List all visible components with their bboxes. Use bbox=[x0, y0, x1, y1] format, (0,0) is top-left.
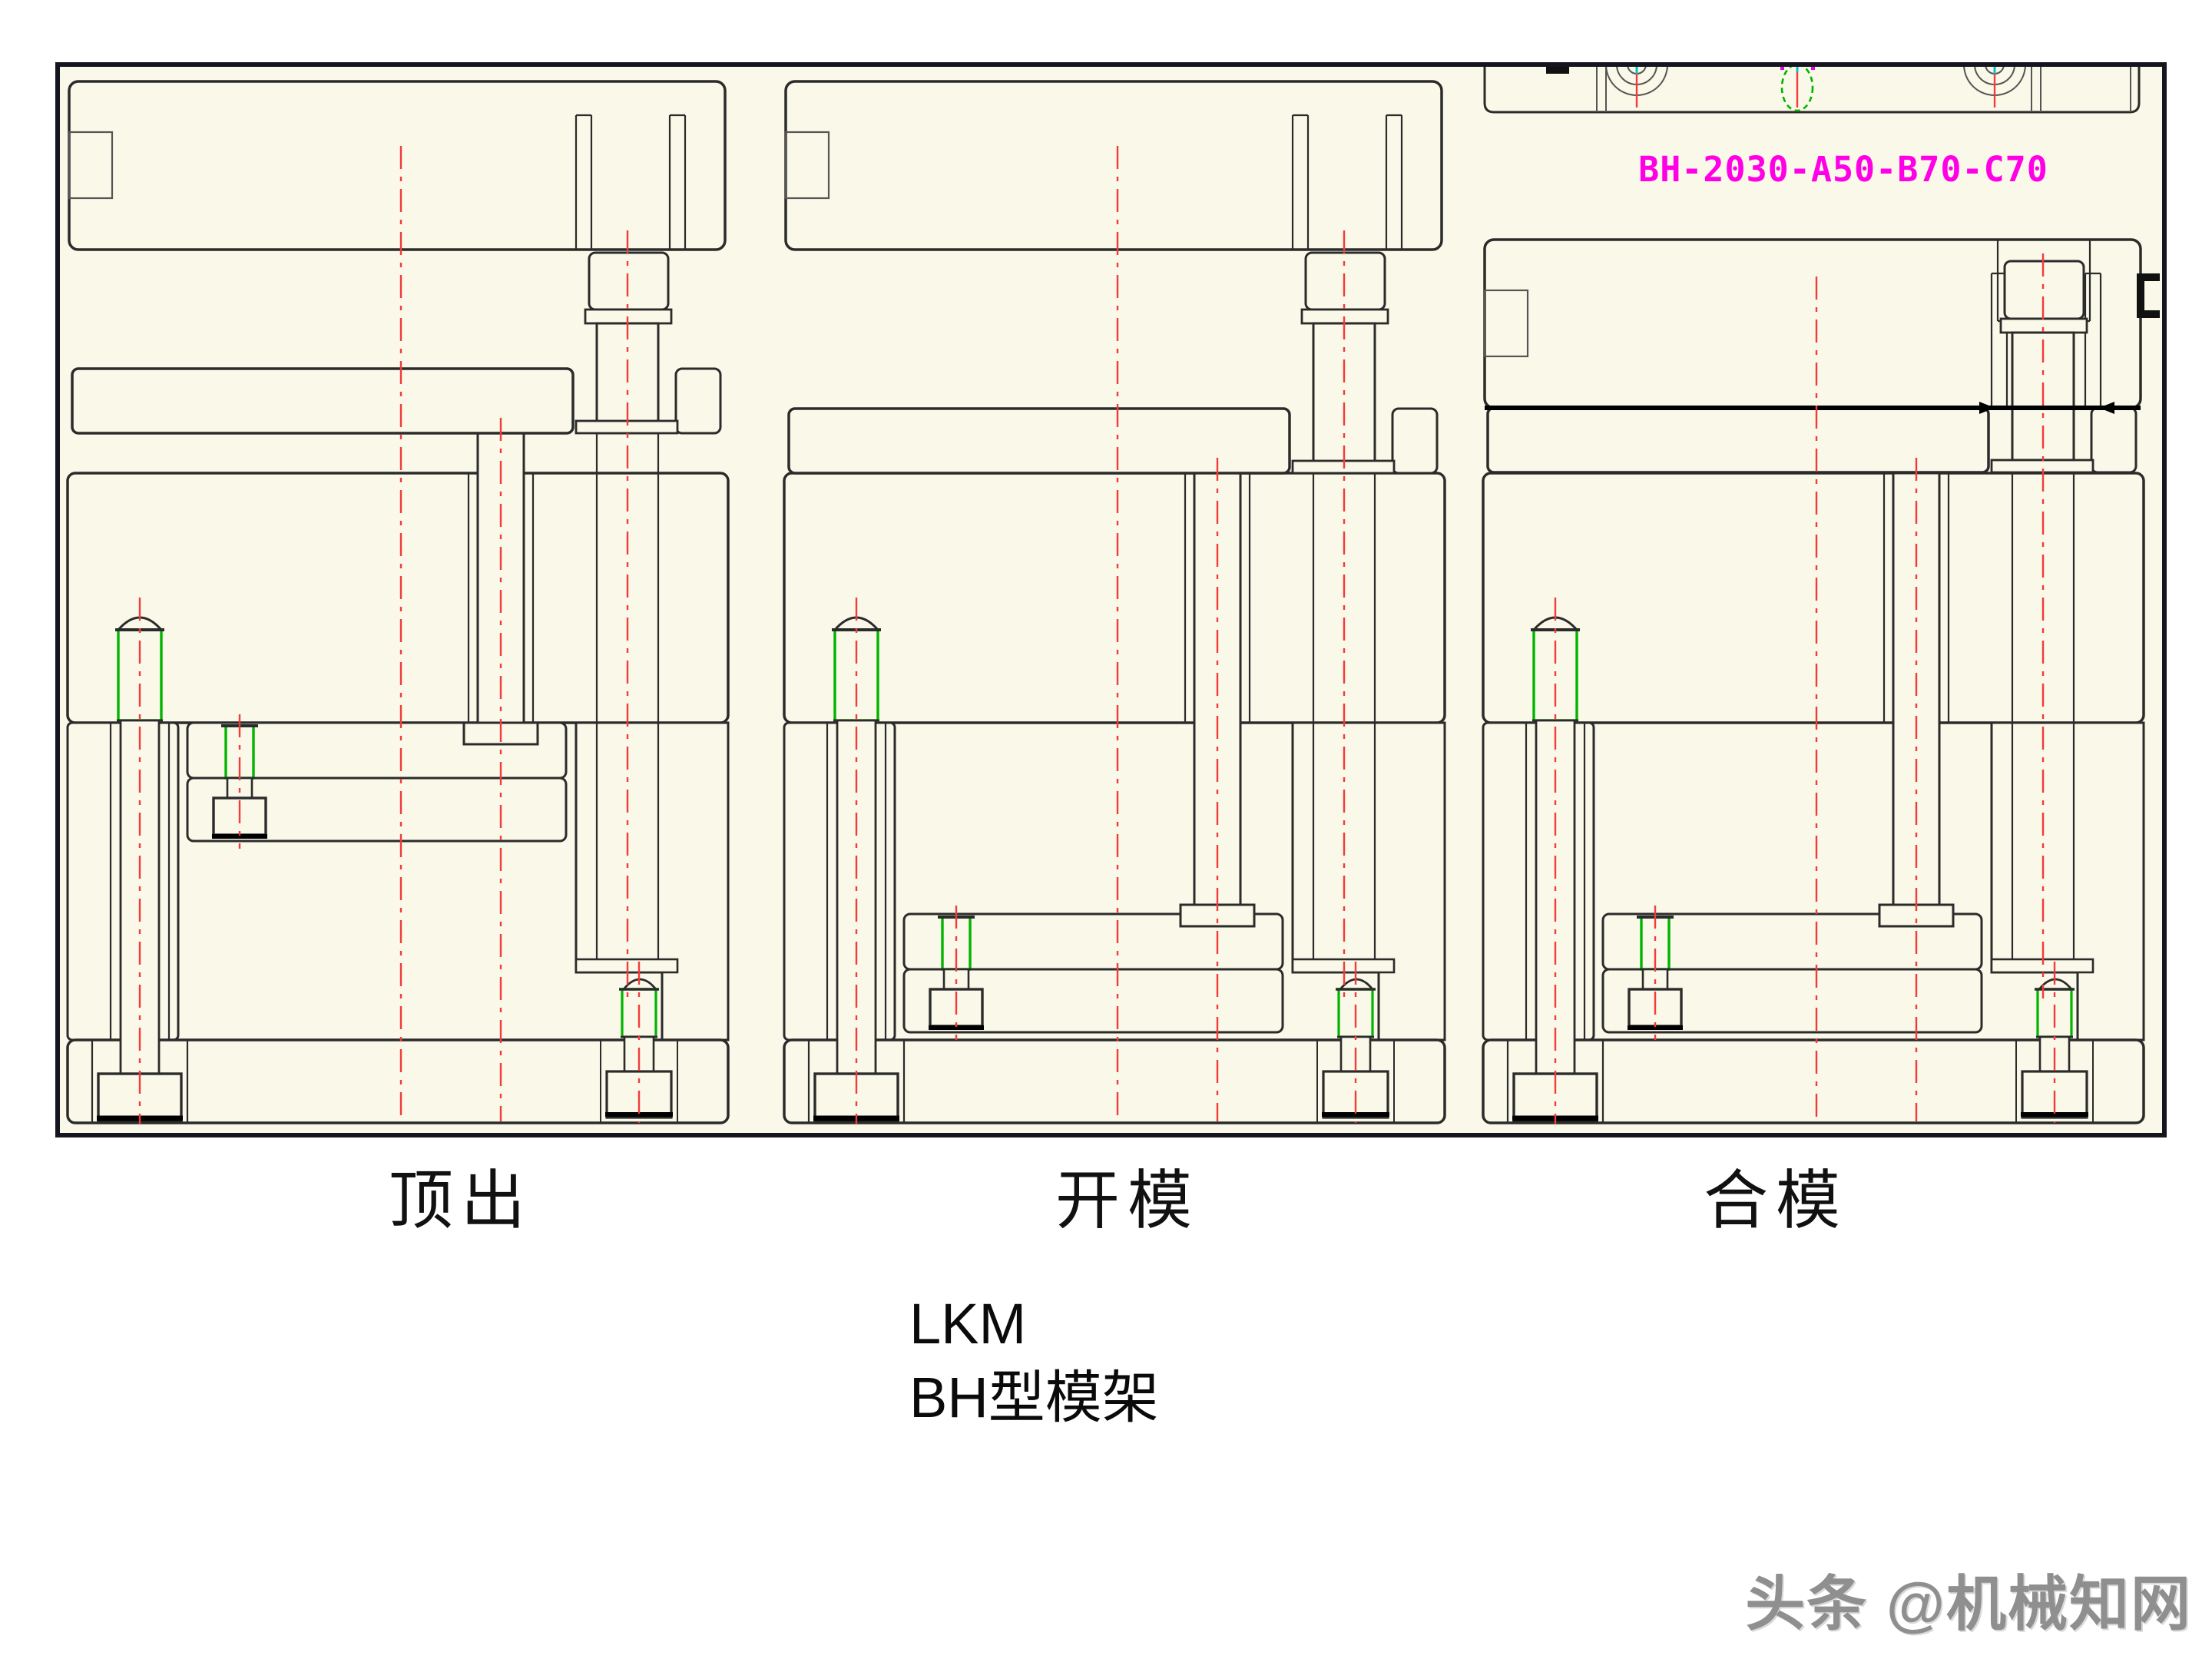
watermark-text: 头条 @机械知网 bbox=[1745, 1570, 2192, 1637]
caption-line2: BH型模架 bbox=[909, 1366, 1159, 1429]
view-label-mold-open: 开模 bbox=[1055, 1166, 1200, 1237]
view-mold-closed bbox=[1482, 63, 2145, 1124]
view-mold-open bbox=[783, 80, 1446, 1124]
part-number-text: BH-2030-A50-B70-C70 bbox=[1638, 149, 2048, 190]
view-ejection bbox=[66, 80, 730, 1124]
view-label-ejection: 顶出 bbox=[388, 1166, 533, 1237]
view-label-mold-closed: 合模 bbox=[1703, 1166, 1848, 1237]
caption-line1: LKM bbox=[909, 1292, 1027, 1356]
caption: LKM BH型模架 bbox=[909, 1287, 1159, 1435]
